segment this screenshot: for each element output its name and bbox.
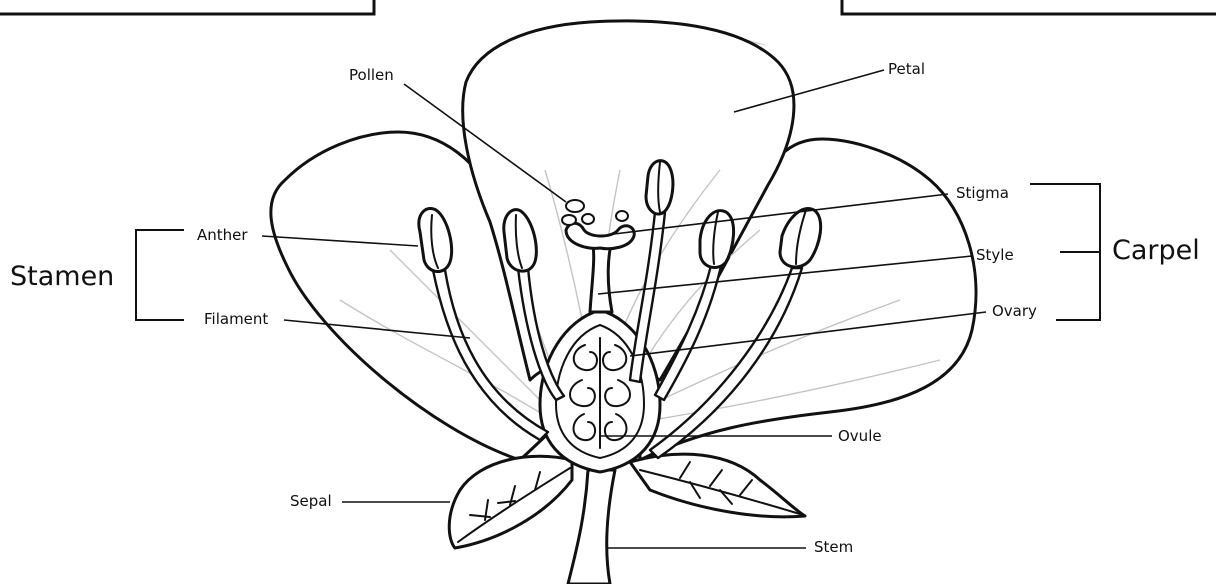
group-label-carpel: Carpel (1112, 235, 1200, 266)
stamen-bracket (136, 230, 184, 320)
header-box-left (0, 0, 374, 14)
flower-illustration (271, 21, 976, 584)
label-ovary: Ovary (992, 302, 1037, 320)
label-ovule: Ovule (838, 427, 882, 445)
style (590, 240, 612, 312)
label-stem: Stem (814, 538, 853, 556)
label-style: Style (976, 246, 1014, 264)
header-box-right (842, 0, 1216, 14)
label-anther: Anther (197, 226, 248, 244)
label-stigma: Stigma (956, 184, 1009, 202)
label-pollen: Pollen (349, 66, 394, 84)
label-sepal: Sepal (290, 492, 332, 510)
label-petal: Petal (888, 60, 925, 78)
stem (568, 470, 615, 584)
label-filament: Filament (204, 310, 268, 328)
group-label-stamen: Stamen (10, 261, 114, 292)
carpel-bracket (1030, 184, 1100, 320)
